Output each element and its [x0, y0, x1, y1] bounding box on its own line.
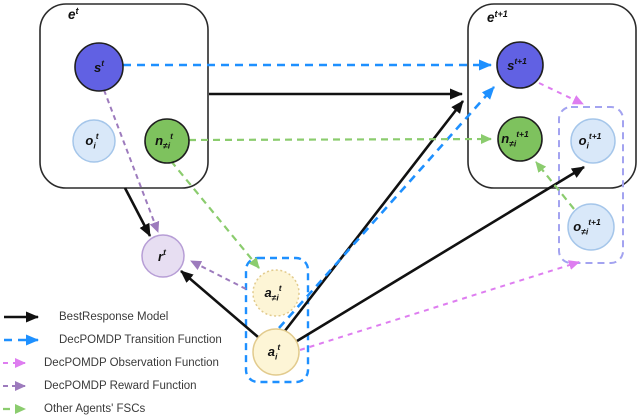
node-o-noti-t1-label: o≠it+1: [573, 217, 601, 237]
arrow-fsc-n-to-n1: [188, 134, 492, 145]
arrow-transition-ai-to-s1: [278, 86, 495, 329]
legend-label-observation: DecPOMDP Observation Function: [44, 356, 219, 369]
node-o-i-t1-label: oit+1: [579, 131, 602, 151]
joint-observation-group-box: [558, 106, 624, 264]
arrow-bestresponse-ai-to-e1: [282, 100, 465, 333]
node-s-t1-label: st+1: [507, 56, 527, 73]
env-box-t: [39, 3, 209, 189]
legend: BestResponse Model DecPOMDP Transition F…: [3, 305, 222, 417]
arrow-reward-actiongroup-to-r: [190, 260, 247, 290]
node-a-i-t: [252, 328, 300, 376]
magenta-dashed-arrow-icon: [3, 357, 26, 368]
green-dashed-arrow-icon: [3, 403, 26, 414]
purple-dashed-arrow-icon: [3, 380, 26, 391]
legend-item-transition: DecPOMDP Transition Function: [3, 328, 222, 351]
arrow-bestresponse-e-to-r: [123, 187, 152, 237]
arrow-observation-s1-to-obsgroup: [538, 82, 584, 105]
env-box-t-label: et: [68, 6, 80, 22]
node-n-noti-t: [144, 118, 190, 164]
env-box-t1-label: et+1: [487, 9, 508, 25]
arrow-reward-s-to-r: [103, 89, 160, 233]
node-s-t-label: st: [94, 58, 105, 75]
legend-item-bestresponse: BestResponse Model: [3, 305, 222, 328]
legend-label-reward: DecPOMDP Reward Function: [44, 379, 197, 392]
node-r-t-label: rt: [158, 247, 167, 264]
legend-label-bestresponse: BestResponse Model: [59, 310, 169, 323]
node-o-noti-t1: [567, 203, 615, 251]
legend-item-other-agents-fscs: Other Agents' FSCs: [3, 397, 222, 417]
node-o-i-t-label: oit: [85, 131, 99, 151]
node-a-i-t-label: ait: [268, 342, 282, 362]
legend-label-other-agents-fscs: Other Agents' FSCs: [44, 402, 146, 415]
node-s-t: [74, 42, 124, 92]
arrow-bestresponse-ai-to-oi1: [296, 165, 585, 343]
arrow-observation-ai-to-obsgroup: [299, 260, 580, 351]
arrow-fsc-onoti1-to-n1: [535, 161, 575, 210]
black-solid-arrow-icon: [4, 311, 39, 322]
legend-item-observation: DecPOMDP Observation Function: [3, 351, 222, 374]
joint-action-group-box: [244, 256, 310, 384]
node-a-noti-t: [252, 269, 300, 317]
node-o-i-t: [72, 119, 116, 163]
node-o-i-t1: [570, 118, 616, 164]
node-n-noti-t-label: n≠it: [155, 131, 174, 151]
node-a-noti-t-label: a≠it: [264, 283, 282, 303]
node-n-noti-t1-label: n≠it+1: [501, 129, 529, 149]
node-r-t: [141, 234, 185, 278]
legend-label-transition: DecPOMDP Transition Function: [59, 333, 222, 346]
env-box-t1: [467, 3, 637, 189]
arrow-bestresponse-ai-to-r: [180, 270, 259, 338]
legend-item-reward: DecPOMDP Reward Function: [3, 374, 222, 397]
blue-dashed-arrow-icon: [4, 334, 39, 345]
node-n-noti-t1: [497, 116, 543, 162]
node-s-t1: [496, 41, 544, 89]
